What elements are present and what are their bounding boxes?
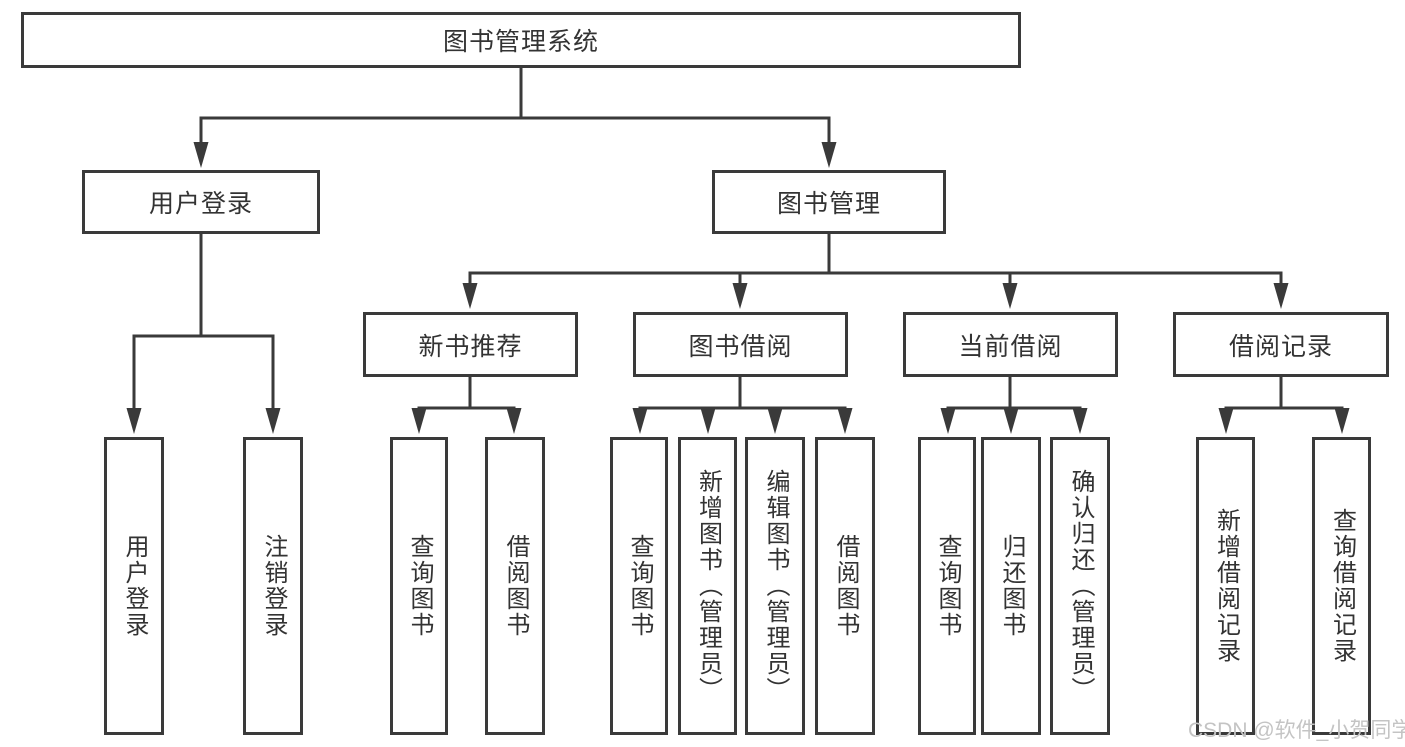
leaf-query-books-current-label: 查询图书 <box>934 534 961 638</box>
wire-userlogin-split <box>132 334 275 428</box>
arrow-leaf-query-record <box>1334 408 1350 434</box>
arrow-user-login <box>193 142 209 168</box>
arrow-leaf-borrow-books-b <box>837 408 853 434</box>
leaf-query-books-recommend-label: 查询图书 <box>406 534 433 638</box>
arrow-leaf-edit-book <box>767 408 783 434</box>
csdn-watermark: CSDN @软件_小贺同学 <box>1188 719 1405 742</box>
leaf-query-borrow-record: 查询借阅记录 <box>1312 437 1371 735</box>
arrow-leaf-query-books-b <box>632 408 648 434</box>
leaf-borrow-books-label: 借阅图书 <box>832 534 859 638</box>
wire-level3-split <box>468 271 1283 303</box>
node-root: 图书管理系统 <box>21 12 1021 68</box>
leaf-user-login: 用户登录 <box>104 437 164 735</box>
wire-borrow-split <box>638 406 847 428</box>
leaf-logout: 注销登录 <box>243 437 303 735</box>
arrow-leaf-return-book <box>1003 408 1019 434</box>
leaf-return-book: 归还图书 <box>981 437 1041 735</box>
leaf-query-books-borrow: 查询图书 <box>610 437 668 735</box>
leaf-query-books-recommend: 查询图书 <box>390 437 448 735</box>
leaf-query-borrow-record-label: 查询借阅记录 <box>1328 508 1356 664</box>
node-user-login: 用户登录 <box>82 170 320 234</box>
arrow-leaf-logout <box>265 408 281 434</box>
arrow-leaf-user-login <box>126 408 142 434</box>
leaf-add-book-admin-label: 新增图书（管理员） <box>694 469 722 703</box>
node-borrow-records: 借阅记录 <box>1173 312 1389 377</box>
arrow-leaf-borrow-books-a <box>506 408 522 434</box>
leaf-borrow-books-recommend-label: 借阅图书 <box>502 534 529 638</box>
arrow-book-management <box>821 142 837 168</box>
leaf-return-book-label: 归还图书 <box>998 534 1025 638</box>
arrow-current-borrow <box>1002 283 1018 309</box>
arrow-book-borrow <box>732 283 748 309</box>
wire-records-split <box>1224 406 1344 428</box>
leaf-query-books-borrow-label: 查询图书 <box>626 534 653 638</box>
leaf-add-book-admin: 新增图书（管理员） <box>678 437 737 735</box>
leaf-edit-book-admin-label: 编辑图书（管理员） <box>762 469 789 703</box>
arrow-leaf-query-books-a <box>411 408 427 434</box>
leaf-add-borrow-record-label: 新增借阅记录 <box>1212 508 1240 664</box>
leaf-confirm-return-admin-label: 确认归还（管理员） <box>1067 469 1094 703</box>
node-book-borrow: 图书借阅 <box>633 312 848 377</box>
arrow-leaf-confirm-return <box>1072 408 1088 434</box>
arrow-leaf-add-book <box>700 408 716 434</box>
leaf-edit-book-admin: 编辑图书（管理员） <box>745 437 805 735</box>
arrow-leaf-query-books-c <box>940 408 956 434</box>
arrow-new-book-recommend <box>462 283 478 309</box>
leaf-add-borrow-record: 新增借阅记录 <box>1196 437 1255 735</box>
leaf-confirm-return-admin: 确认归还（管理员） <box>1050 437 1110 735</box>
arrow-leaf-add-record <box>1218 408 1234 434</box>
node-current-borrow: 当前借阅 <box>903 312 1118 377</box>
leaf-user-login-label: 用户登录 <box>121 534 148 638</box>
leaf-borrow-books: 借阅图书 <box>815 437 875 735</box>
leaf-borrow-books-recommend: 借阅图书 <box>485 437 545 735</box>
node-book-management: 图书管理 <box>712 170 946 234</box>
leaf-logout-label: 注销登录 <box>260 534 287 638</box>
leaf-query-books-current: 查询图书 <box>918 437 976 735</box>
arrowheads <box>126 142 1350 434</box>
wire-newbook-split <box>417 406 516 428</box>
arrow-borrow-records <box>1273 283 1289 309</box>
wire-root-split <box>199 116 831 162</box>
node-new-book-recommend: 新书推荐 <box>363 312 578 377</box>
